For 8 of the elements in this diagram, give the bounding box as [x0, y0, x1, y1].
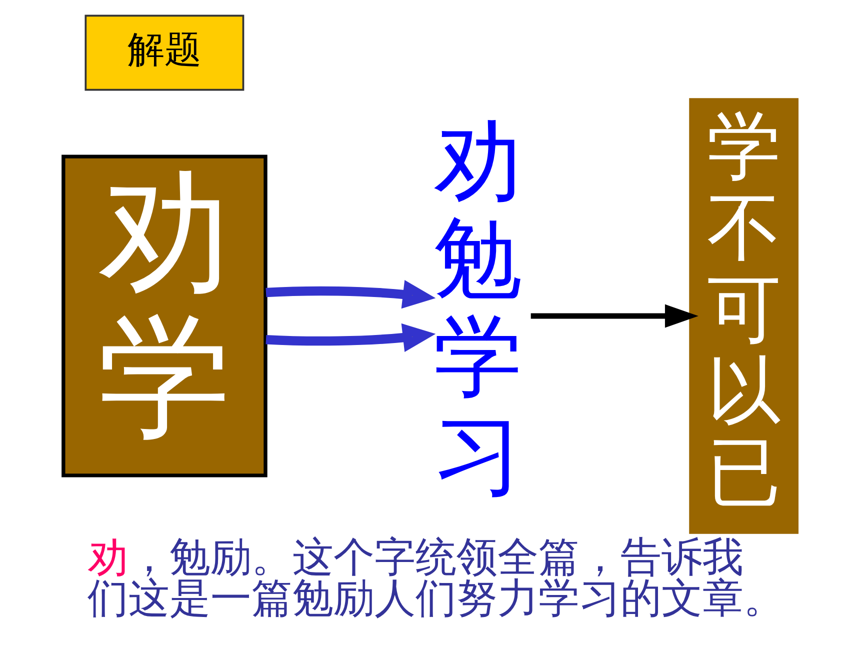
node-box: 劝学	[61, 154, 267, 478]
arrow	[265, 280, 436, 309]
arrow	[265, 323, 436, 352]
node-box: 解题	[84, 14, 244, 91]
node-text: 劝勉学习	[432, 108, 522, 506]
arrow	[530, 304, 698, 328]
caption: 劝，勉励。这个字统领全篇，告诉我们这是一篇勉励人们努力学习的文章。	[87, 533, 784, 622]
node-box: 学不可以已	[688, 98, 798, 534]
